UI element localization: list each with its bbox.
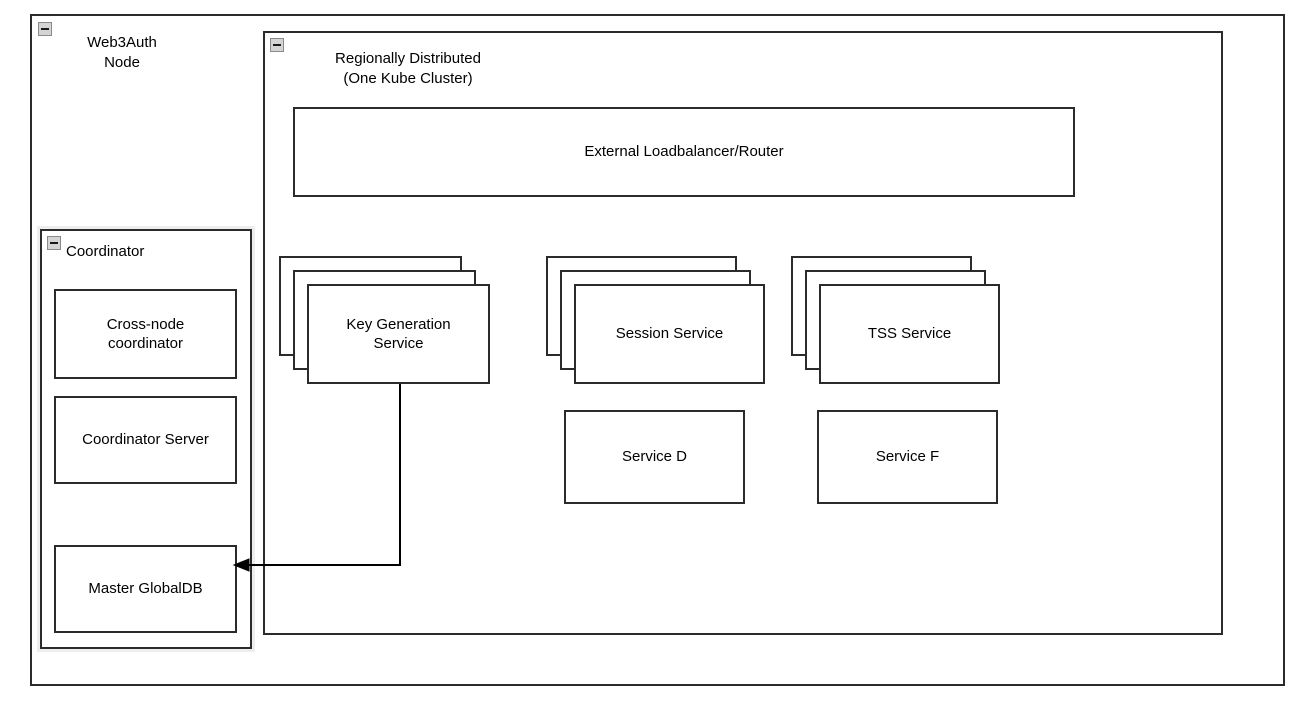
service-d-label: Service D (621, 448, 688, 466)
session-service-box[interactable]: Session Service (574, 284, 765, 384)
cross-node-coordinator-box[interactable]: Cross-node coordinator (54, 289, 237, 379)
tss-service-label: TSS Service (867, 325, 952, 343)
coordinator-server-label: Coordinator Server (82, 431, 209, 449)
session-service-label: Session Service (615, 325, 724, 343)
service-d-box[interactable]: Service D (564, 410, 745, 504)
collapse-minus-icon-coordinator[interactable] (47, 236, 61, 250)
service-f-box[interactable]: Service F (817, 410, 998, 504)
coordinator-server-box[interactable]: Coordinator Server (54, 396, 237, 484)
tss-service-box[interactable]: TSS Service (819, 284, 1000, 384)
tss-service-stack[interactable]: TSS Service (791, 256, 1000, 384)
collapse-minus-icon-cluster[interactable] (270, 38, 284, 52)
key-generation-service-stack[interactable]: Key Generation Service (279, 256, 490, 384)
master-globaldb-box[interactable]: Master GlobalDB (54, 545, 237, 633)
external-loadbalancer-router-box[interactable]: External Loadbalancer/Router (293, 107, 1075, 197)
service-f-label: Service F (875, 448, 940, 466)
key-generation-service-box[interactable]: Key Generation Service (307, 284, 490, 384)
collapse-minus-icon-web3auth[interactable] (38, 22, 52, 36)
external-loadbalancer-router-label: External Loadbalancer/Router (584, 143, 784, 161)
master-globaldb-label: Master GlobalDB (88, 580, 203, 598)
session-service-stack[interactable]: Session Service (546, 256, 765, 384)
cross-node-coordinator-label: Cross-node coordinator (106, 315, 185, 352)
key-generation-service-label: Key Generation Service (346, 315, 451, 352)
